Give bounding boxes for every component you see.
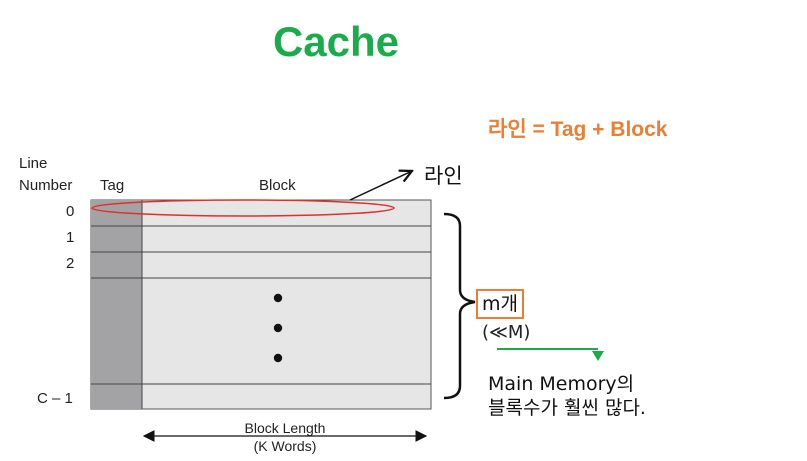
main-memory-note-line1: Main Memory의 [488, 373, 635, 395]
tag-column [91, 200, 142, 409]
m-count-box: m개 [476, 289, 524, 319]
row-label-1: 1 [66, 229, 75, 246]
line-number-header: Line Number [19, 153, 72, 197]
main-memory-note-line2: 블록수가 훨씬 많다. [488, 397, 646, 419]
ellipsis-dot [273, 353, 283, 363]
main-memory-note: Main Memory의 블록수가 훨씬 많다. [488, 372, 646, 420]
block-length-label: Block Length (K Words) [140, 419, 430, 455]
line-pointer-arrow [349, 171, 412, 201]
m-note: (≪M) [482, 322, 531, 343]
line-formula: 라인 = Tag + Block [488, 118, 668, 141]
row-label-0: 0 [66, 203, 75, 220]
ellipsis-dot [273, 323, 283, 333]
line-highlight-ellipse [91, 199, 395, 217]
green-arrowhead [592, 351, 604, 361]
row-label-last: C – 1 [37, 390, 73, 407]
line-number-header-line2: Number [19, 177, 73, 194]
block-area [90, 199, 432, 410]
block-header: Block [259, 177, 296, 194]
ellipsis-dot [273, 293, 283, 303]
line-label: 라인 [424, 164, 463, 188]
line-number-header-line1: Line [19, 155, 48, 172]
diagram-title: Cache [272, 18, 400, 65]
block-length-line1: Block Length [244, 420, 326, 436]
block-length-line2: (K Words) [253, 438, 317, 454]
row-label-2: 2 [66, 255, 75, 272]
line-count-brace [443, 212, 476, 400]
cache-table [90, 199, 432, 410]
tag-header: Tag [100, 177, 125, 194]
